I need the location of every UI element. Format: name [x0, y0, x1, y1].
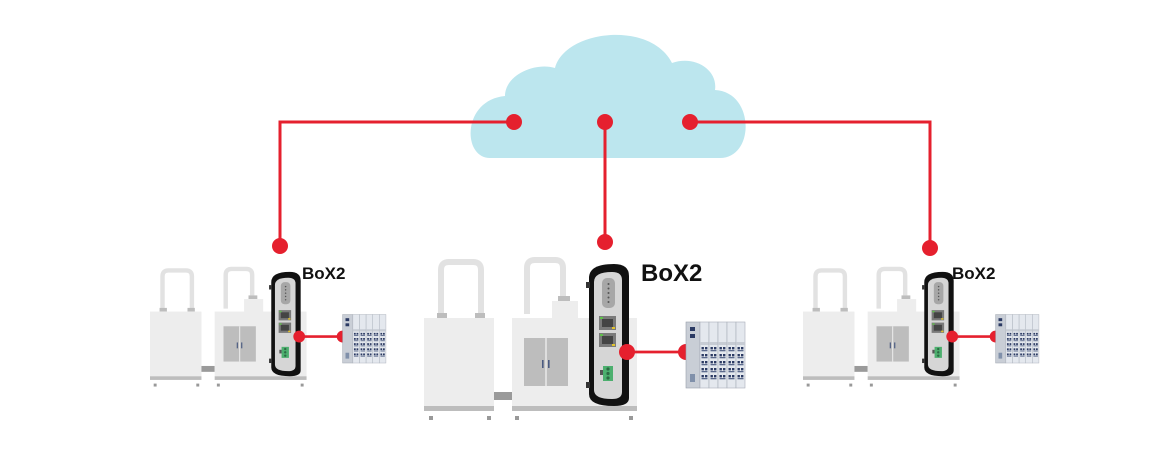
machine-base	[214, 376, 307, 380]
link-left	[278, 120, 514, 246]
gateway-device-icon	[269, 271, 301, 377]
machine-body	[150, 311, 202, 377]
machine-tank	[897, 299, 917, 314]
gateway-label-right: BoX2	[952, 264, 996, 283]
gateway-label-center: BoX2	[641, 260, 703, 287]
io-module-icon	[995, 314, 1040, 364]
machine-connector	[201, 365, 215, 372]
machine-handle	[160, 268, 195, 309]
gateway-device-icon	[586, 264, 629, 406]
machine-connector	[494, 392, 512, 400]
site-node-right	[922, 240, 938, 256]
gateway-device-icon	[922, 271, 954, 377]
machine-base	[424, 406, 494, 411]
machine-handle	[876, 266, 908, 309]
machine-handle	[524, 257, 566, 314]
machine-base	[803, 376, 855, 380]
machine-left	[803, 268, 855, 387]
machine-base	[512, 406, 637, 411]
machine-body	[803, 311, 855, 377]
machine-left	[424, 259, 494, 420]
machine-handle	[438, 259, 484, 314]
site-right	[803, 266, 1040, 387]
cloud-links	[272, 114, 938, 256]
io-module-icon	[342, 314, 387, 364]
machine-base	[867, 376, 960, 380]
machine-tank	[552, 301, 578, 321]
machine-handle	[813, 268, 848, 309]
cloud-icon	[470, 34, 746, 158]
machine-base	[150, 376, 202, 380]
cloud-node-center	[597, 114, 613, 130]
site-center	[424, 257, 746, 420]
gateway-label-left: BoX2	[302, 264, 346, 283]
site-node-left	[272, 238, 288, 254]
gateway-node	[619, 344, 635, 360]
cloud-node-right	[682, 114, 698, 130]
cloud-node-left	[506, 114, 522, 130]
gateway-node	[946, 330, 959, 343]
link-right	[690, 120, 932, 248]
gateway-node	[293, 330, 306, 343]
machine-body	[424, 318, 494, 406]
machine-handle	[223, 266, 255, 309]
machine-left	[150, 268, 202, 387]
machine-connector	[854, 365, 868, 372]
site-left	[150, 266, 387, 387]
io-module-icon	[685, 321, 746, 389]
machine-tank	[244, 299, 264, 314]
site-node-center	[597, 234, 613, 250]
